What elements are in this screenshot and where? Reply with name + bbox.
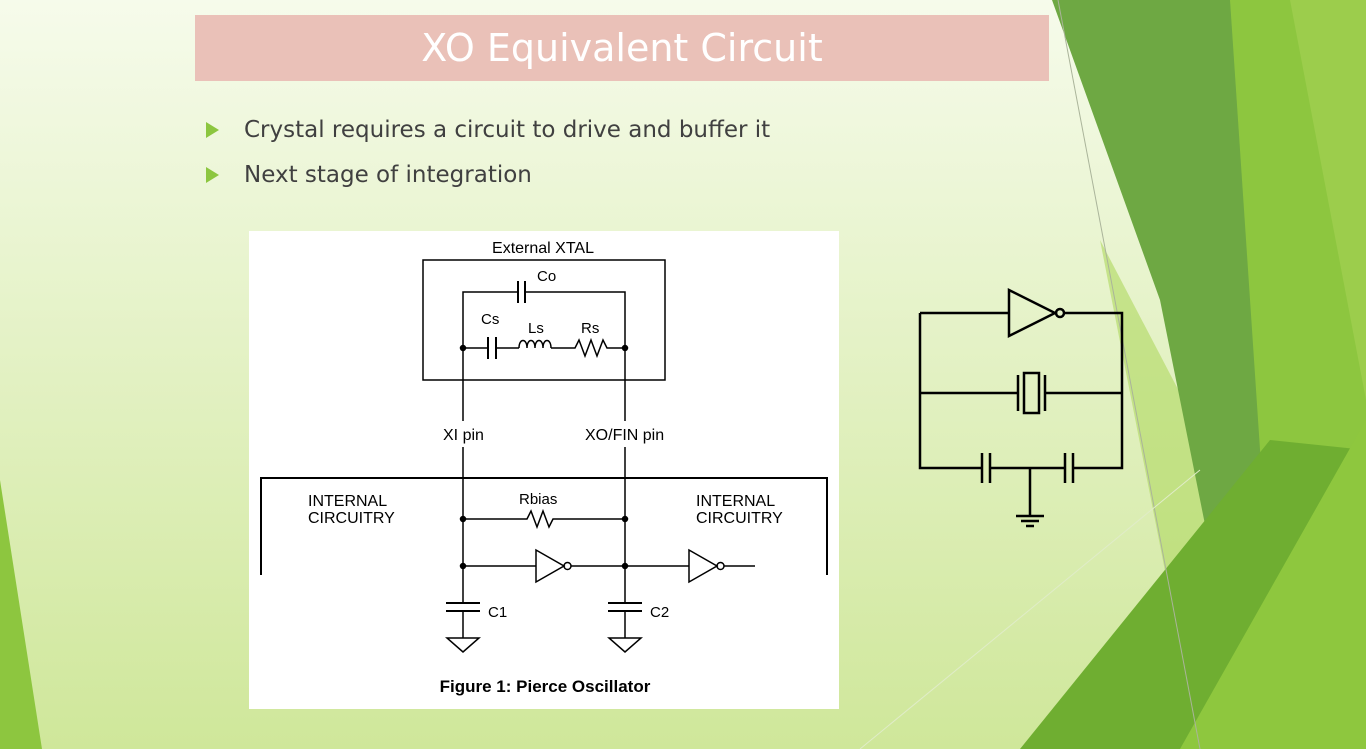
rbias-resistor [463, 508, 625, 530]
bullet-triangle-icon [206, 122, 219, 138]
rs-resistor [551, 337, 625, 359]
decor-line-1 [1057, 0, 1201, 749]
ground-icon [445, 637, 481, 653]
node-dot [621, 515, 629, 523]
xo-wire [1064, 311, 1124, 470]
co-label: Co [537, 268, 556, 285]
node-dot [459, 562, 467, 570]
ls-inductor [518, 339, 552, 349]
rbias-label: Rbias [519, 491, 557, 508]
co-wire [462, 291, 626, 348]
bullet-triangle-icon [206, 167, 219, 183]
ground-icon [607, 637, 643, 653]
bullet-text: Crystal requires a circuit to drive and … [244, 117, 771, 143]
c1-label: C1 [488, 604, 507, 621]
slide-title: XO Equivalent Circuit [421, 26, 823, 70]
node-dot [459, 515, 467, 523]
node-dot [621, 562, 629, 570]
decor-shape-3 [1290, 0, 1366, 400]
decor-shape-5 [1180, 420, 1366, 749]
xo-inverter-bubble [1054, 307, 1066, 319]
internal-circuitry-left-line1: INTERNAL [308, 493, 387, 510]
xi-pin-label: XI pin [443, 427, 484, 444]
external-xtal-label: External XTAL [492, 240, 594, 257]
decor-shape-left [0, 480, 42, 749]
c2-label: C2 [650, 604, 669, 621]
crystal-icon [1022, 371, 1041, 415]
xtal-box [422, 259, 666, 381]
decor-line-2 [859, 469, 1201, 749]
bullet-item: Next stage of integration [206, 162, 532, 188]
ls-label: Ls [528, 320, 544, 337]
pierce-oscillator-schematic: External XTAL Co Cs Ls Rs XI pin XO/FIN … [260, 240, 828, 696]
figure-caption: Figure 1: Pierce Oscillator [440, 677, 651, 696]
xo-inverter-triangle [1007, 287, 1058, 339]
internal-circuitry-right-line1: INTERNAL [696, 493, 775, 510]
buffer-inverter-triangle [688, 548, 719, 584]
bullet-item: Crystal requires a circuit to drive and … [206, 117, 770, 143]
xo-schematic-drawing [918, 287, 1124, 528]
bullet-text: Next stage of integration [244, 162, 532, 188]
internal-circuitry-left-line2: CIRCUITRY [308, 510, 395, 527]
pierce-oscillator-figure: External XTAL Co Cs Ls Rs XI pin XO/FIN … [249, 231, 839, 709]
inverter-triangle [535, 548, 566, 584]
xo-schematic [900, 280, 1140, 540]
rs-label: Rs [581, 320, 599, 337]
xo-wire [918, 313, 982, 470]
cs-label: Cs [481, 311, 499, 328]
title-banner: XO Equivalent Circuit [195, 15, 1049, 81]
xo-pin-label: XO/FIN pin [585, 427, 664, 444]
internal-circuitry-right-line2: CIRCUITRY [696, 510, 783, 527]
chip-boundary [260, 477, 828, 575]
